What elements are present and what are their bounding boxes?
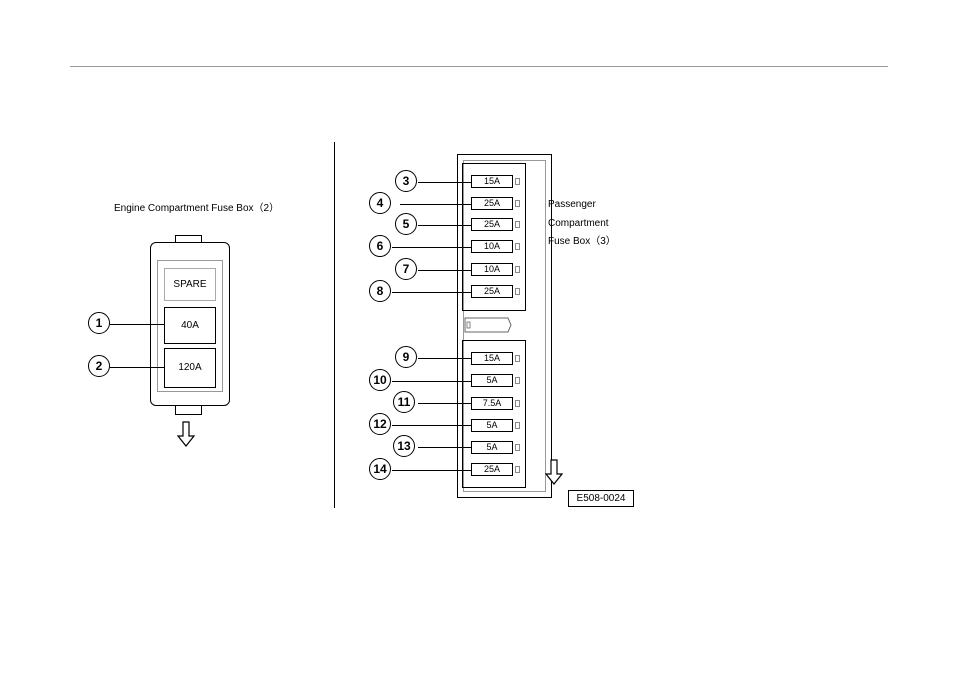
callout-1: 1 <box>88 312 110 334</box>
passenger-fuse-11: 7.5A <box>471 397 513 410</box>
callout-10: 10 <box>369 369 391 391</box>
callout-11: 11 <box>393 391 415 413</box>
passenger-fuse-10: 5A <box>471 374 513 387</box>
callout-14: 14 <box>369 458 391 480</box>
leader-line-13 <box>418 447 472 448</box>
leader-line-11 <box>418 403 472 404</box>
down-arrow-icon <box>177 421 195 447</box>
callout-2: 2 <box>88 355 110 377</box>
down-arrow-icon <box>545 459 563 485</box>
passenger-fuse-3: 15A <box>471 175 513 188</box>
spare-label: SPARE <box>173 279 206 290</box>
callout-7: 7 <box>395 258 417 280</box>
leader-line-6 <box>392 247 472 248</box>
passenger-fuse-12: 5A <box>471 419 513 432</box>
leader-line-1 <box>110 324 164 325</box>
passenger-fuse-8: 25A <box>471 285 513 298</box>
passenger-box-label-line2: Compartment <box>548 218 609 230</box>
passenger-fuse-6: 10A <box>471 240 513 253</box>
callout-5: 5 <box>395 213 417 235</box>
leader-line-14 <box>392 470 472 471</box>
passenger-fuse-5: 25A <box>471 218 513 231</box>
spare-slot: SPARE <box>164 268 216 301</box>
callout-4: 4 <box>369 192 391 214</box>
connector-tab <box>464 317 512 333</box>
fuse-10-clip <box>515 377 520 384</box>
passenger-fuse-13: 5A <box>471 441 513 454</box>
passenger-box-label-line3: Fuse Box（3） <box>548 236 616 248</box>
passenger-fuse-7: 10A <box>471 263 513 276</box>
fuse-5-clip <box>515 221 520 228</box>
leader-line-7 <box>418 270 472 271</box>
engine-fuse-1-rating: 40A <box>181 320 199 331</box>
passenger-fuse-14: 25A <box>471 463 513 476</box>
fuse-7-clip <box>515 266 520 273</box>
fuse-6-clip <box>515 243 520 250</box>
callout-13: 13 <box>393 435 415 457</box>
engine-fuse-1: 40A <box>164 307 216 344</box>
leader-line-4 <box>400 204 472 205</box>
callout-3: 3 <box>395 170 417 192</box>
engine-fuse-2-rating: 120A <box>178 362 201 373</box>
fuse-13-clip <box>515 444 520 451</box>
figure-code: E508-0024 <box>568 490 634 507</box>
top-rule <box>70 66 888 67</box>
callout-9: 9 <box>395 346 417 368</box>
divider <box>334 142 335 508</box>
fuse-4-clip <box>515 200 520 207</box>
callout-8: 8 <box>369 280 391 302</box>
fuse-12-clip <box>515 422 520 429</box>
figure-code-text: E508-0024 <box>577 493 626 504</box>
fuse-8-clip <box>515 288 520 295</box>
engine-fuse-2: 120A <box>164 348 216 388</box>
engine-fuse-box: SPARE 40A 120A <box>150 242 230 404</box>
leader-line-8 <box>392 292 472 293</box>
passenger-box-label-line1: Passenger <box>548 199 596 211</box>
callout-6: 6 <box>369 235 391 257</box>
fuse-14-clip <box>515 466 520 473</box>
leader-line-5 <box>418 225 472 226</box>
leader-line-12 <box>392 425 472 426</box>
callout-12: 12 <box>369 413 391 435</box>
leader-line-10 <box>392 381 472 382</box>
passenger-fuse-4: 25A <box>471 197 513 210</box>
leader-line-2 <box>110 367 164 368</box>
leader-line-3 <box>418 182 472 183</box>
fuse-3-clip <box>515 178 520 185</box>
fuse-9-clip <box>515 355 520 362</box>
fuse-11-clip <box>515 400 520 407</box>
engine-box-title: Engine Compartment Fuse Box（2） <box>114 203 279 215</box>
leader-line-9 <box>418 358 472 359</box>
passenger-fuse-9: 15A <box>471 352 513 365</box>
